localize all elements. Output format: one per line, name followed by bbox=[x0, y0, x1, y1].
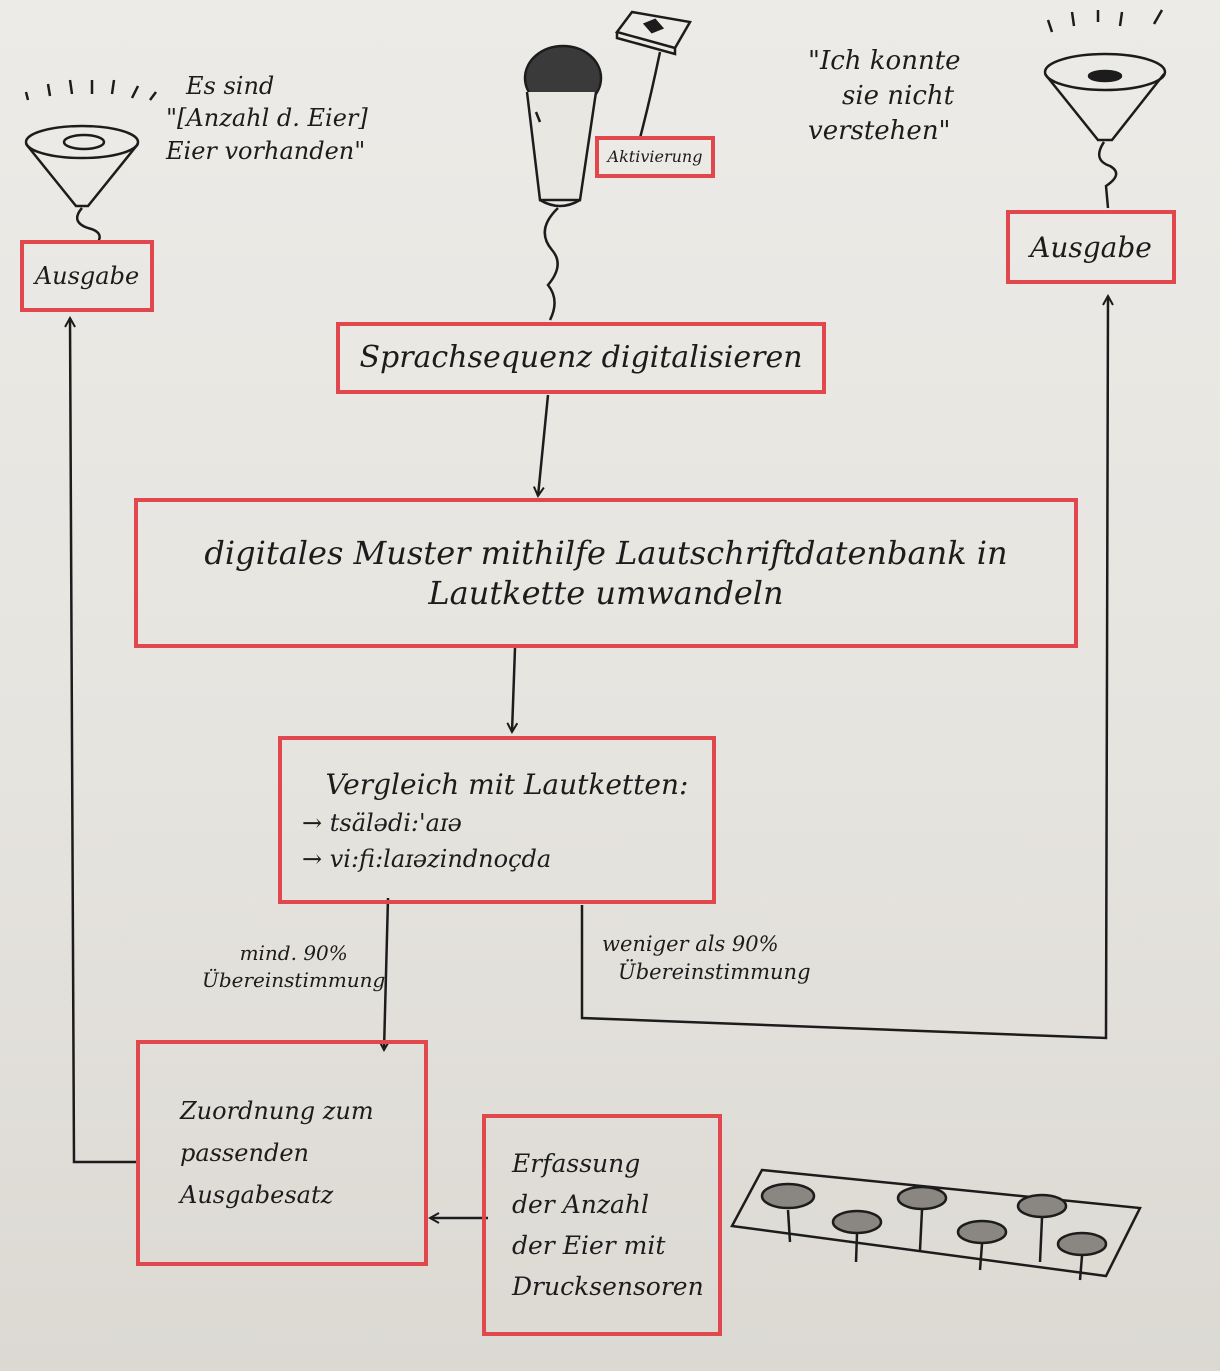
compare-box: Vergleich mit Lautketten: → tsälədi:'aɪə… bbox=[278, 736, 716, 904]
output-left-label: Ausgabe bbox=[34, 262, 140, 290]
speech-left-line-1: Es sind bbox=[186, 72, 275, 100]
compare-title: Vergleich mit Lautketten: bbox=[325, 767, 689, 801]
convert-line-2: Lautkette umwandeln bbox=[428, 574, 784, 612]
match-no-line-1: weniger als 90% bbox=[602, 932, 779, 956]
speech-right-line-1: "Ich konnte bbox=[808, 46, 961, 76]
speech-note-left: Es sind "[Anzahl d. Eier] Eier vorhanden… bbox=[166, 70, 368, 167]
assignment-line-2: passenden bbox=[180, 1139, 309, 1167]
match-no-line-2: Übereinstimmung bbox=[618, 960, 811, 985]
convert-box: digitales Muster mithilfe Lautschriftdat… bbox=[134, 498, 1078, 648]
match-no-label: weniger als 90% Übereinstimmung bbox=[602, 930, 811, 987]
match-yes-line-2: Übereinstimmung bbox=[202, 968, 386, 992]
activation-switch-icon bbox=[614, 10, 692, 139]
output-box-right: Ausgabe bbox=[1006, 210, 1176, 284]
egg-tray-icon bbox=[730, 1168, 1142, 1281]
capture-line-2: der Anzahl bbox=[512, 1189, 650, 1219]
output-right-label: Ausgabe bbox=[1030, 230, 1152, 264]
speech-note-right: "Ich konnte sie nicht verstehen" bbox=[808, 44, 961, 149]
assignment-box: Zuordnung zum passenden Ausgabesatz bbox=[136, 1040, 428, 1266]
speech-left-line-2: "[Anzahl d. Eier] bbox=[166, 104, 368, 133]
speaker-right-icon bbox=[1043, 9, 1167, 209]
capture-line-3: der Eier mit bbox=[512, 1231, 666, 1260]
assignment-line-3: Ausgabesatz bbox=[180, 1181, 334, 1209]
convert-line-1: digitales Muster mithilfe Lautschriftdat… bbox=[204, 534, 1008, 572]
assignment-line-1: Zuordnung zum bbox=[180, 1097, 374, 1125]
microphone-icon bbox=[523, 44, 603, 321]
match-yes-line-1: mind. 90% bbox=[239, 941, 348, 965]
speech-right-line-2: sie nicht bbox=[842, 81, 955, 112]
digitize-box: Sprachsequenz digitalisieren bbox=[336, 322, 826, 394]
speaker-left-icon bbox=[24, 79, 157, 243]
compare-item-2: → vi:fi:laɪəzindnoçda bbox=[302, 844, 552, 873]
capture-box: Erfassung der Anzahl der Eier mit Drucks… bbox=[482, 1114, 722, 1336]
digitize-label: Sprachsequenz digitalisieren bbox=[359, 340, 803, 376]
match-yes-label: mind. 90% Übereinstimmung bbox=[202, 940, 385, 994]
compare-item-1: → tsälədi:'aɪə bbox=[302, 808, 462, 837]
capture-line-4: Drucksensoren bbox=[512, 1272, 704, 1302]
capture-line-1: Erfassung bbox=[512, 1148, 641, 1178]
output-box-left: Ausgabe bbox=[20, 240, 154, 312]
speech-left-line-3: Eier vorhanden" bbox=[166, 136, 366, 165]
activation-label: Aktivierung bbox=[607, 147, 703, 166]
speech-right-line-3: verstehen" bbox=[808, 116, 951, 147]
activation-box: Aktivierung bbox=[595, 136, 715, 178]
